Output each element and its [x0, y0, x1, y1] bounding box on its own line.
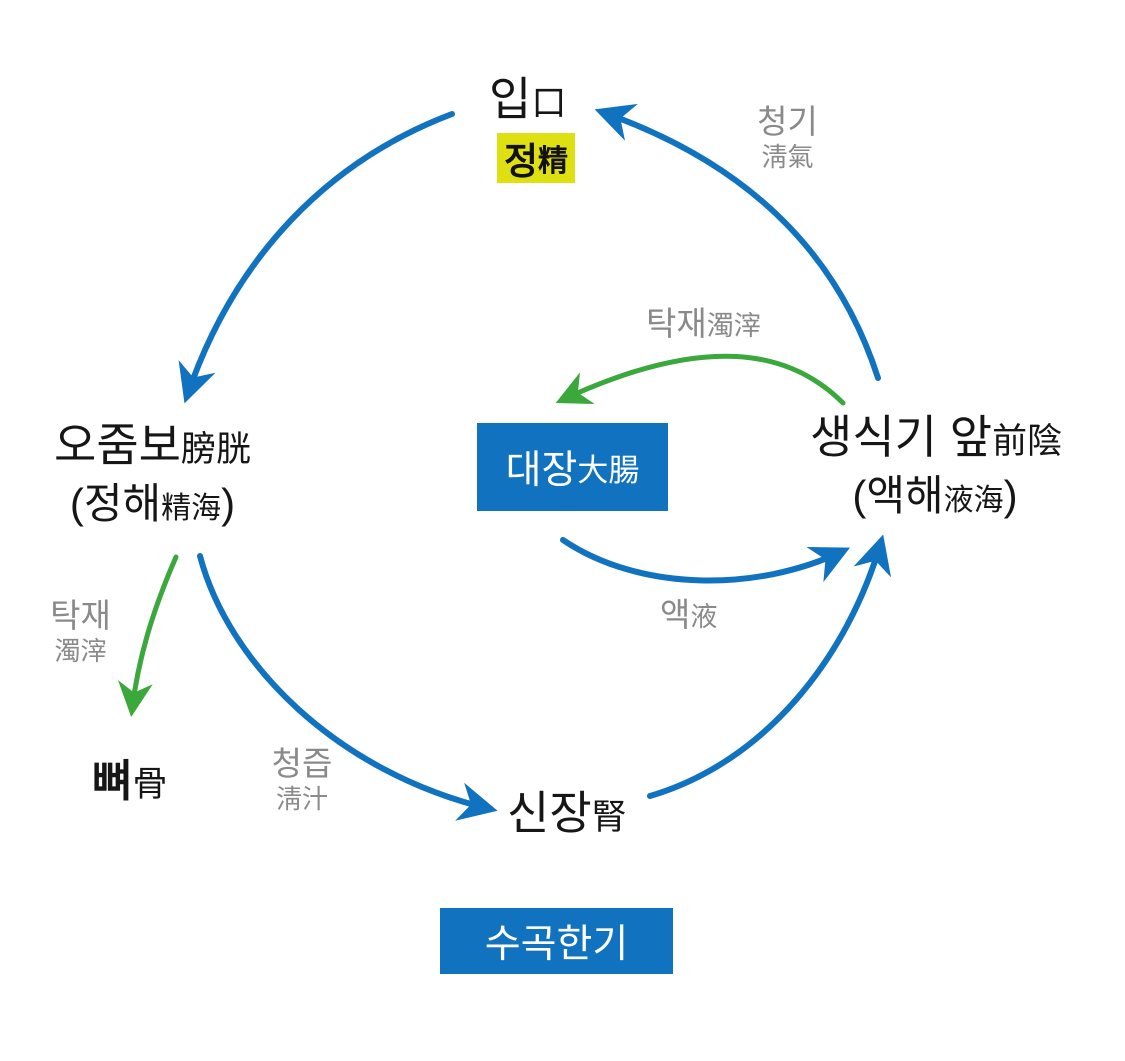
label-takjae-center: 탁재濁滓: [646, 297, 761, 345]
label-takjae-center-hanja: 濁滓: [706, 311, 761, 341]
node-bladder-hanja: 膀胱: [180, 430, 251, 469]
node-bladder-sub-close: ): [221, 479, 236, 527]
node-genitals-hanja: 前陰: [992, 422, 1063, 461]
node-kidney-korean: 신장: [507, 787, 592, 839]
label-cheongjeup: 청즙 淸汁: [258, 745, 346, 815]
node-bone: 뼈骨: [92, 745, 168, 809]
label-aek-hanja: 液: [690, 602, 718, 632]
arrow-bladder-to-bone: [117, 554, 179, 717]
node-large-intestine-hanja: 大腸: [577, 452, 640, 488]
arrow-intestine-to-genitals: [560, 537, 851, 584]
label-takjae-left: 탁재 濁滓: [38, 597, 123, 667]
arrow-genitals-to-mouth: [594, 103, 881, 381]
node-genitals-sub-korean: (액해: [852, 471, 944, 519]
node-genitals: 생식기 앞前陰 (액해液海): [810, 407, 1063, 523]
label-cheonggi-korean: 청기: [757, 103, 818, 140]
node-bone-korean: 뼈: [92, 757, 133, 806]
label-takjae-center-korean: 탁재: [646, 305, 707, 342]
arrow-genitals-to-intestine: [555, 353, 846, 406]
label-takjae-left-hanja: 濁滓: [54, 635, 107, 666]
node-sugok-hangi-box: 수곡한기: [440, 908, 673, 974]
node-bladder: 오줌보膀胱 (정해精海): [35, 415, 270, 531]
node-genitals-sub-hanja: 液海: [943, 483, 1004, 517]
arrow-bladder-to-kidney: [197, 553, 498, 821]
label-takjae-left-korean: 탁재: [50, 597, 111, 634]
label-cheongjeup-korean: 청즙: [271, 745, 333, 782]
node-genitals-korean: 생식기 앞: [810, 411, 993, 463]
node-kidney-hanja: 腎: [591, 798, 627, 837]
node-mouth-korean: 입: [489, 73, 532, 125]
label-aek: 액液: [660, 588, 717, 636]
arrow-kidney-to-genitals: [647, 534, 892, 799]
label-aek-korean: 액: [660, 596, 691, 633]
node-bladder-sub-hanja: 精海: [161, 491, 222, 525]
node-jeong-hanja: 精: [538, 145, 569, 178]
node-large-intestine-korean: 대장: [505, 449, 578, 492]
label-cheonggi: 청기 淸氣: [740, 103, 835, 173]
label-cheongjeup-hanja: 淸汁: [275, 783, 328, 814]
node-bladder-korean: 오줌보: [54, 419, 181, 471]
node-genitals-sub-close: ): [1003, 471, 1018, 519]
node-bladder-sub-korean: (정해: [69, 479, 162, 527]
node-bone-hanja: 骨: [132, 765, 168, 804]
label-cheonggi-hanja: 淸氣: [761, 141, 814, 172]
node-jeong-korean: 정: [503, 141, 539, 182]
node-kidney: 신장腎: [507, 777, 627, 843]
node-mouth-hanja: 口: [531, 84, 567, 123]
node-sugok-hangi-label: 수곡한기: [484, 923, 629, 966]
node-mouth: 입口: [489, 63, 566, 129]
arrow-mouth-to-bladder: [178, 111, 455, 404]
